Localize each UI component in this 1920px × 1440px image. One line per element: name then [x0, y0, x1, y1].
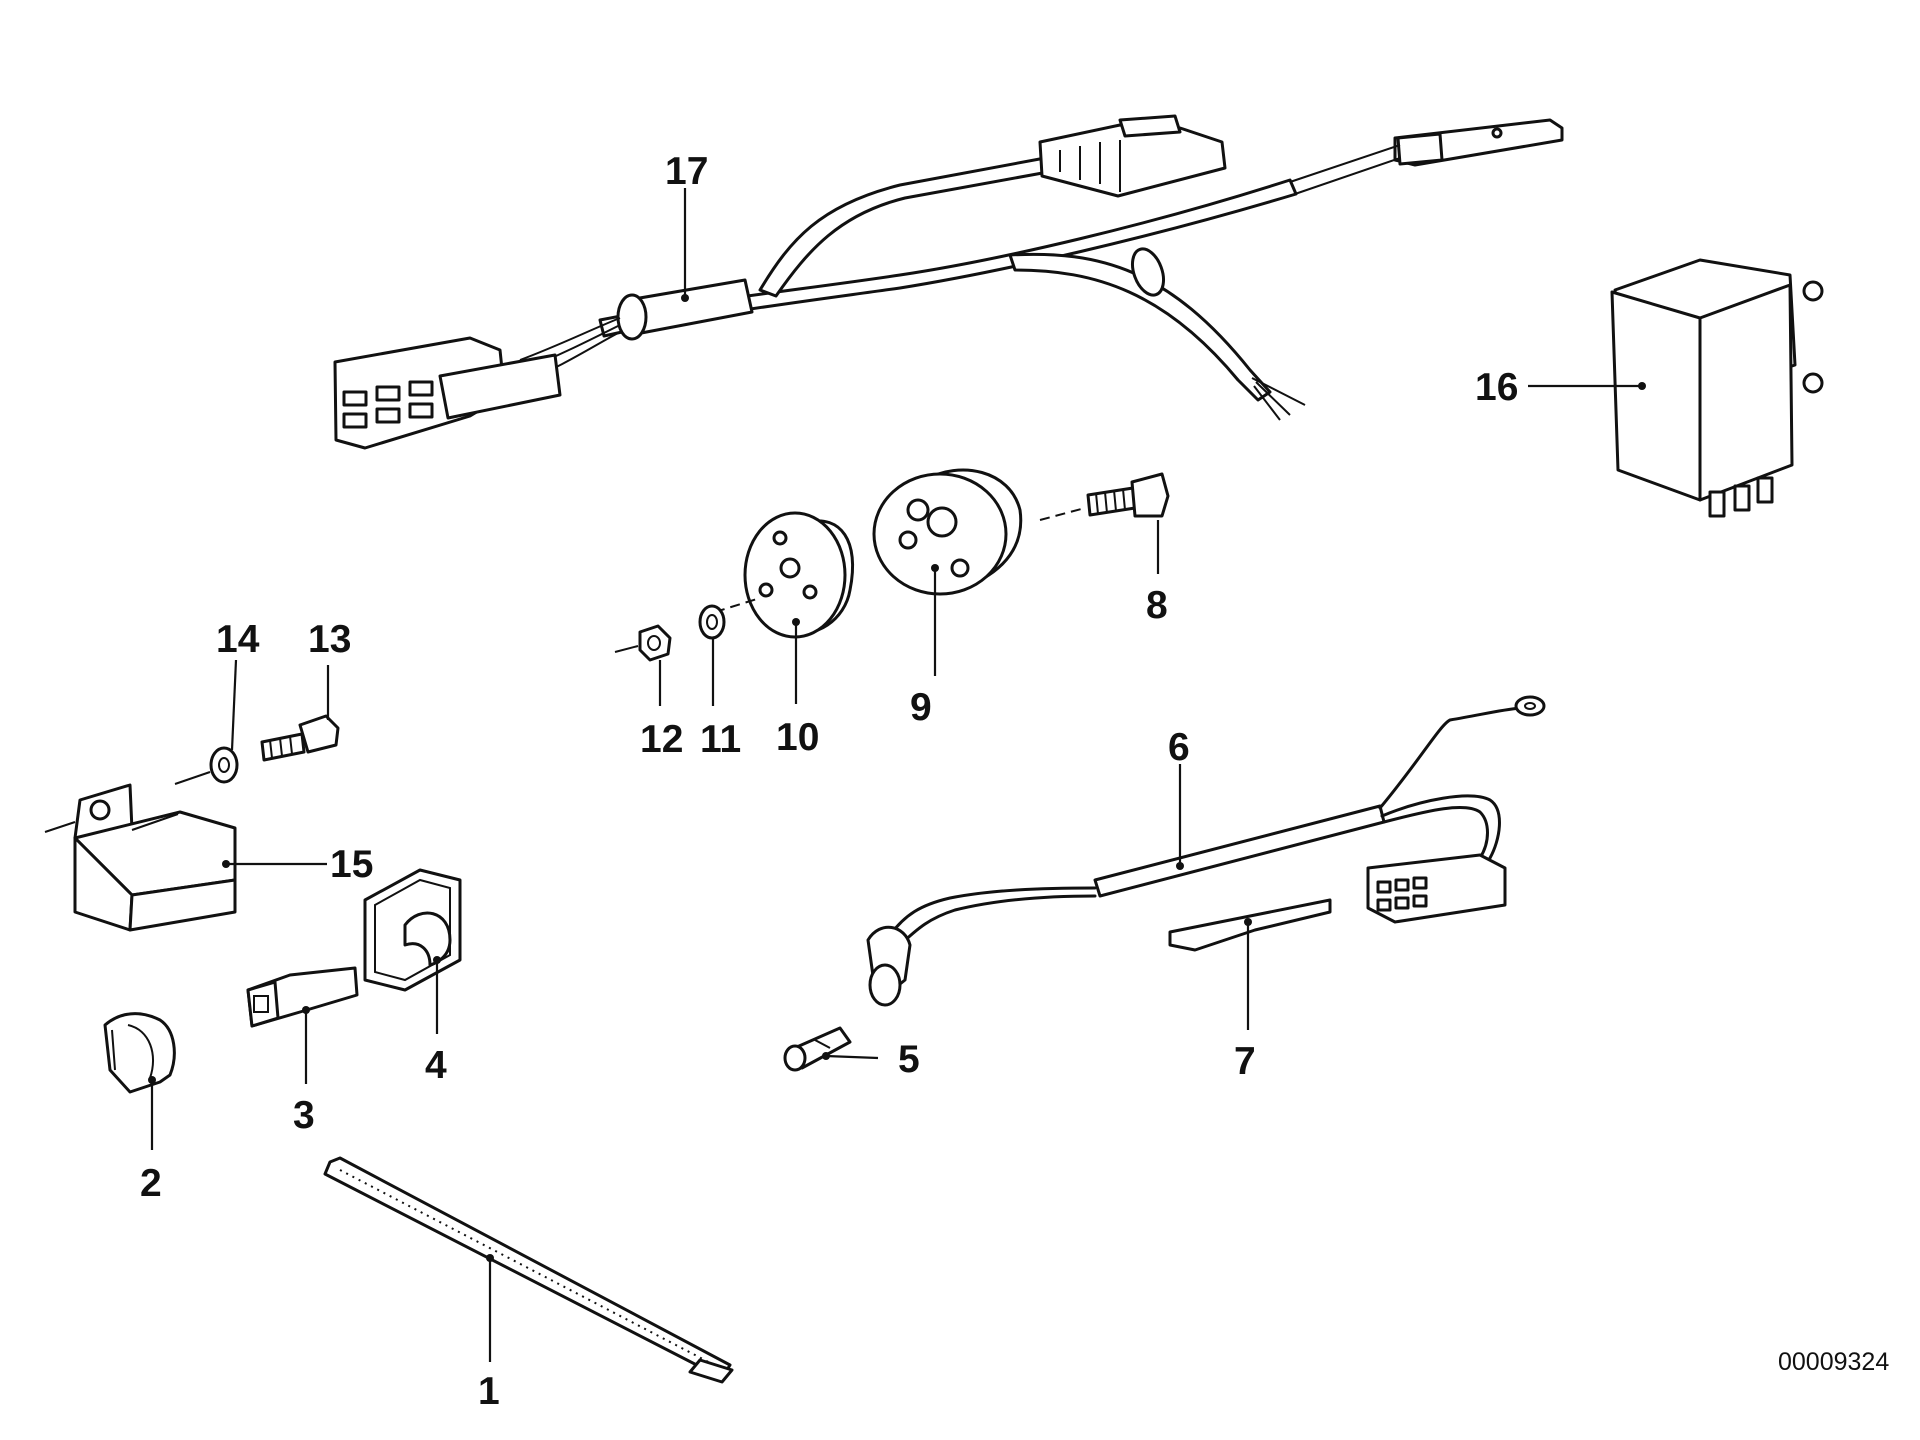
part-12-label: 12 — [640, 718, 683, 761]
part-1-label: 1 — [478, 1370, 500, 1413]
part-12-nut[interactable]: 12 — [614, 624, 683, 761]
part-17-wiring-harness[interactable]: 17 — [333, 114, 1564, 450]
part-11-label: 11 — [700, 718, 741, 761]
part-14-washer[interactable]: 14 — [174, 618, 260, 785]
part-14-label: 14 — [216, 618, 260, 661]
part-13-label: 13 — [308, 618, 351, 661]
part-4-clip[interactable]: 4 — [363, 868, 462, 1087]
part-6-socket-harness[interactable]: 6 — [866, 695, 1546, 1007]
part-10-label: 10 — [776, 716, 819, 759]
part-8-label: 8 — [1146, 584, 1168, 627]
part-2-label: 2 — [140, 1162, 162, 1205]
part-7-label: 7 — [1234, 1040, 1256, 1083]
part-10-mounting-plate[interactable]: 10 — [714, 511, 855, 759]
part-2-cable-clip[interactable]: 2 — [103, 1012, 176, 1205]
part-17-label: 17 — [665, 150, 708, 193]
part-6-label: 6 — [1168, 726, 1190, 769]
part-15-label: 15 — [330, 843, 373, 886]
part-9-label: 9 — [910, 686, 932, 729]
part-1-cable-tie[interactable]: 1 — [323, 1156, 734, 1413]
part-5-bulb[interactable]: 5 — [783, 1026, 920, 1081]
part-4-label: 4 — [425, 1044, 447, 1087]
part-16-label: 16 — [1475, 366, 1518, 409]
part-3-plug[interactable]: 3 — [246, 966, 359, 1137]
part-7-strip[interactable]: 7 — [1168, 898, 1332, 1083]
part-3-label: 3 — [293, 1094, 315, 1137]
part-5-label: 5 — [898, 1038, 920, 1081]
part-9-socket-housing[interactable]: 9 — [872, 468, 1023, 729]
part-11-washer[interactable]: 11 — [698, 604, 741, 761]
part-13-screw[interactable]: 13 — [260, 618, 351, 762]
part-16-relay[interactable]: 16 — [1475, 258, 1824, 518]
part-15-relay[interactable]: 15 — [44, 783, 373, 932]
part-8-bolt[interactable]: 8 — [1039, 472, 1170, 627]
diagram-reference-number: 00009324 — [1778, 1348, 1889, 1376]
